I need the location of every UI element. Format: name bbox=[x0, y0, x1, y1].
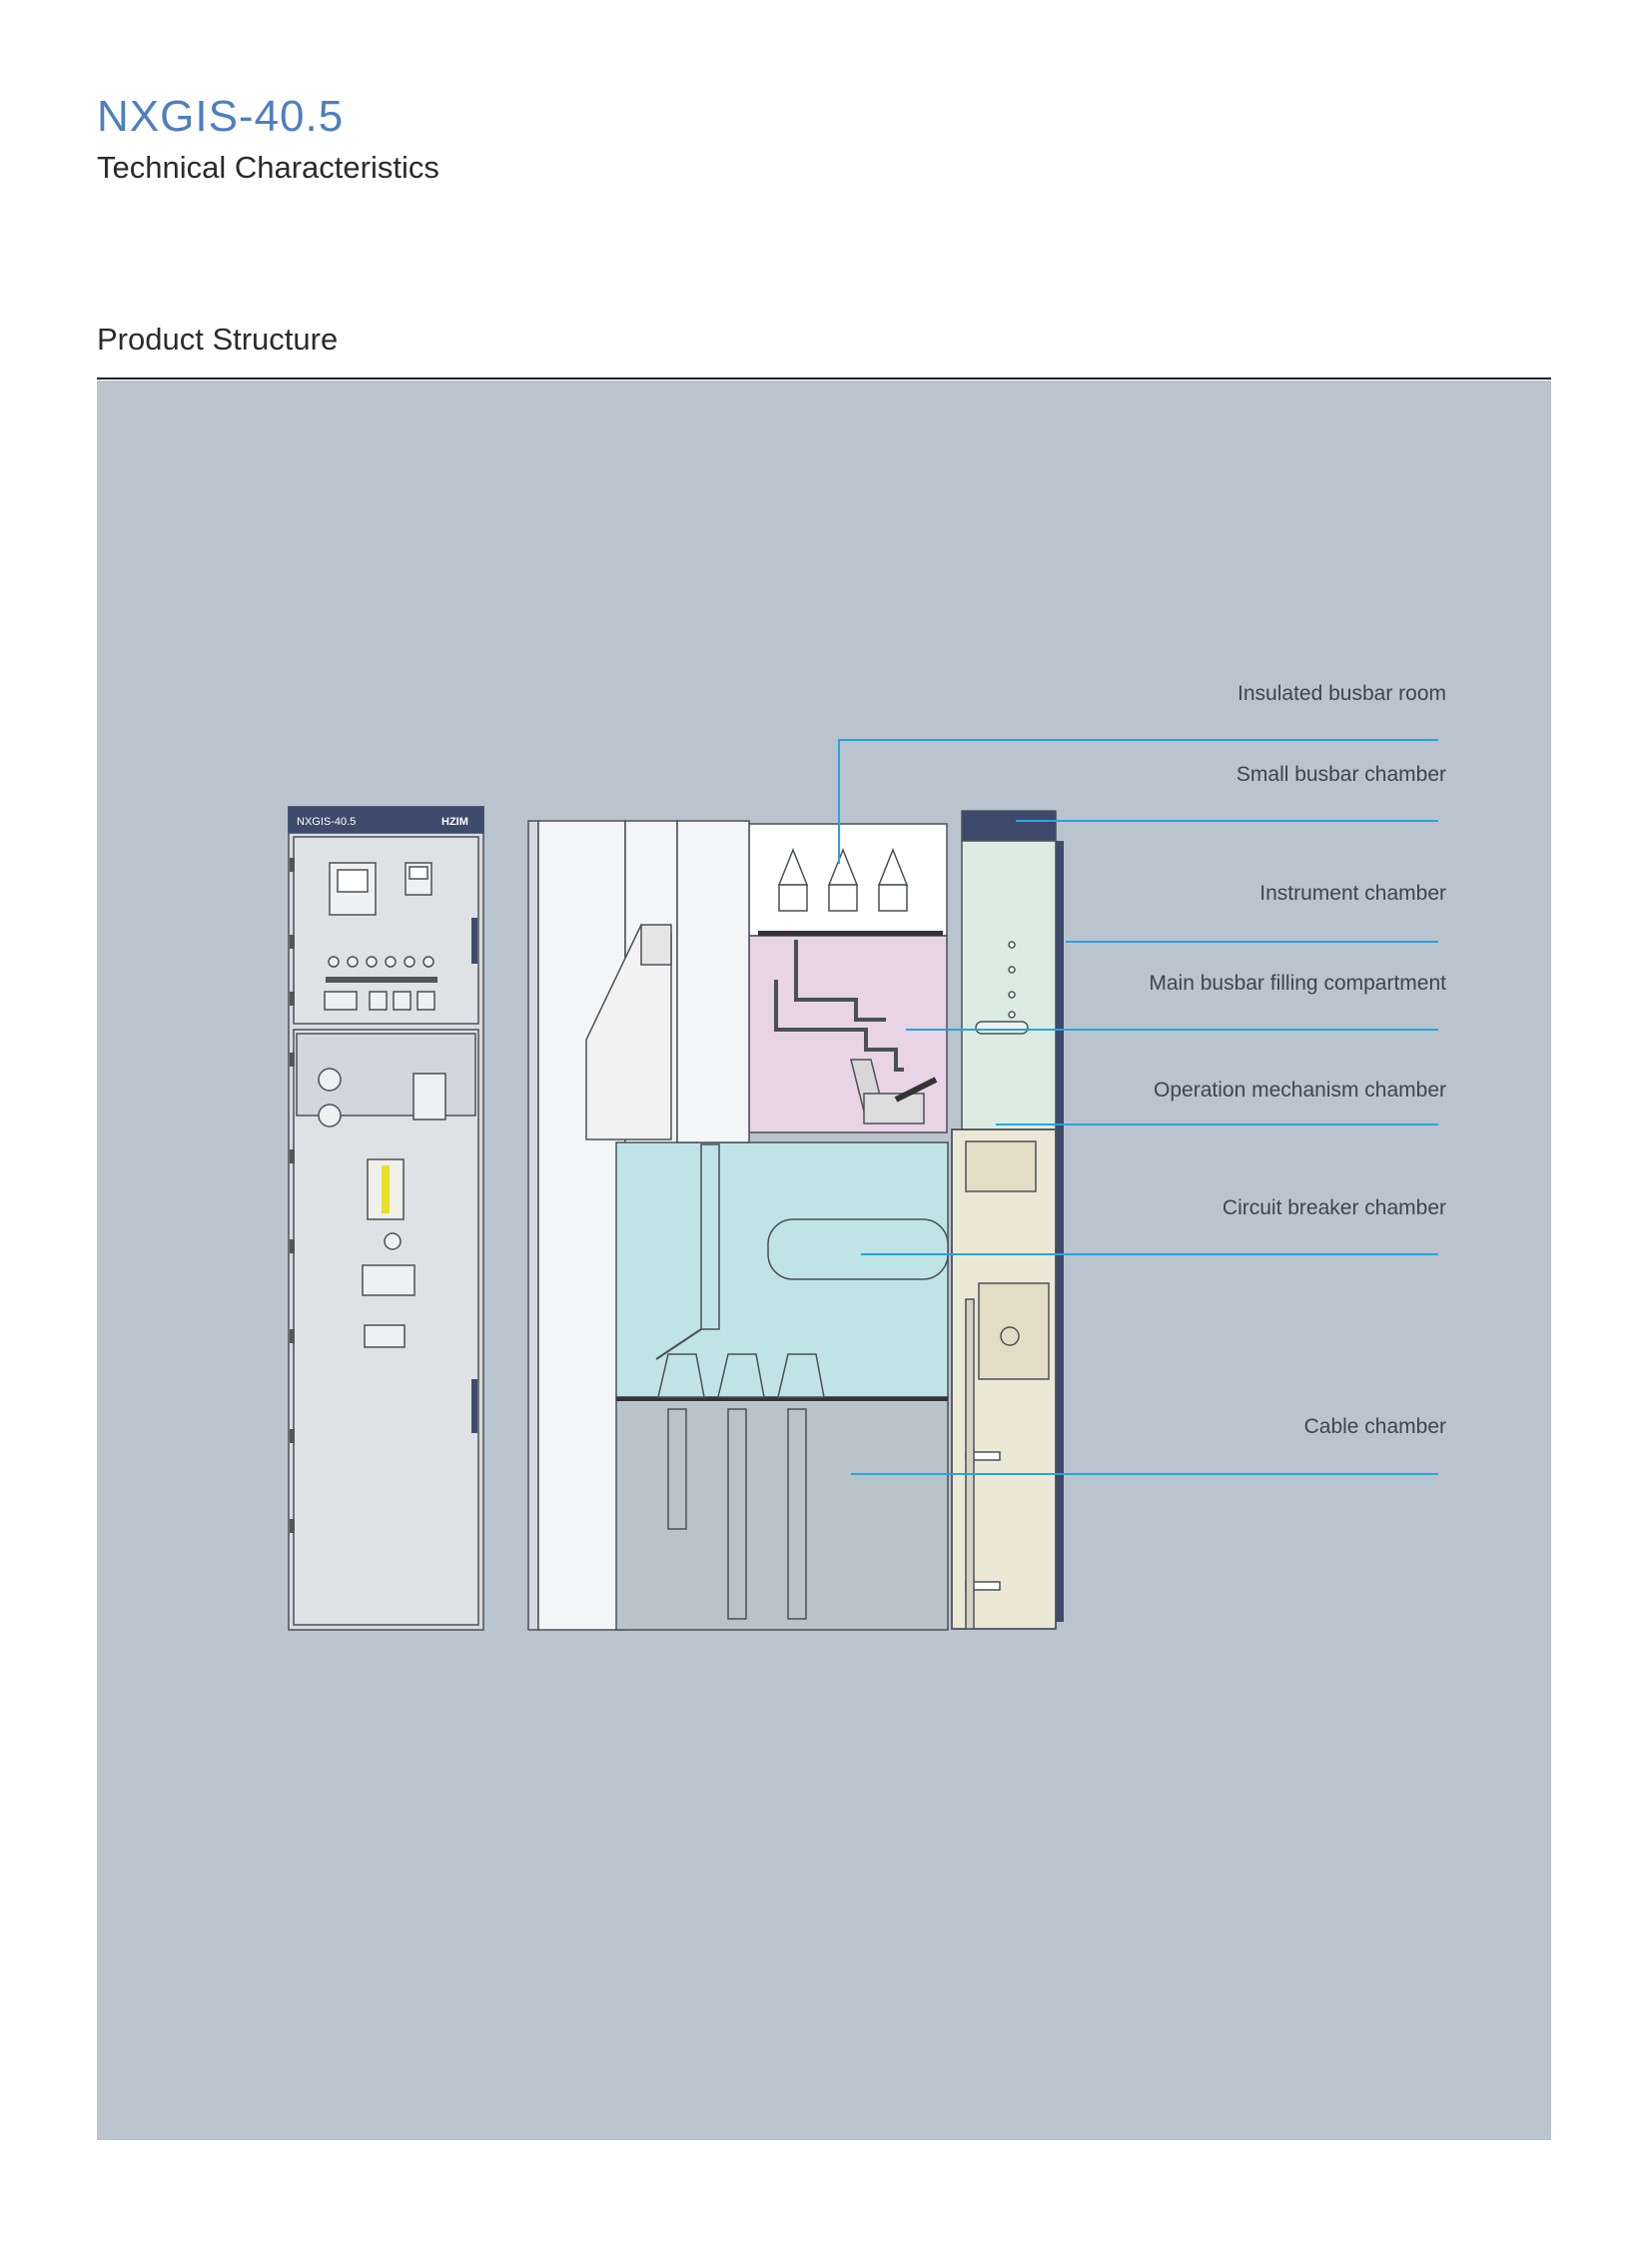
page-title: NXGIS-40.5 bbox=[97, 92, 345, 141]
callout-operation-mechanism-chamber: Operation mechanism chamber bbox=[1154, 1079, 1446, 1102]
cable-chamber-shape bbox=[615, 1396, 949, 1631]
callout-small-busbar-chamber: Small busbar chamber bbox=[1236, 763, 1446, 786]
section-title: Product Structure bbox=[97, 322, 339, 357]
callout-leaders bbox=[838, 739, 1438, 1475]
section-divider bbox=[97, 377, 1551, 379]
page-subtitle: Technical Characteristics bbox=[97, 150, 439, 185]
front-panel-brand: HZIM bbox=[441, 816, 468, 828]
section-view bbox=[527, 810, 1064, 1631]
front-panel-label: NXGIS-40.5 bbox=[297, 816, 356, 828]
small-busbar-chamber-shape bbox=[961, 810, 1057, 842]
switchgear-diagram: NXGIS-40.5 HZIM bbox=[288, 739, 1438, 1631]
callout-insulated-busbar-room: Insulated busbar room bbox=[1238, 682, 1446, 705]
callout-instrument-chamber: Instrument chamber bbox=[1259, 882, 1446, 905]
leader-insulated-busbar-room bbox=[838, 739, 1438, 864]
instrument-chamber-shape bbox=[961, 840, 1057, 1130]
callout-cable-chamber: Cable chamber bbox=[1303, 1415, 1446, 1438]
callout-main-busbar-filling-compartment: Main busbar filling compartment bbox=[1149, 972, 1446, 995]
callout-circuit-breaker-chamber: Circuit breaker chamber bbox=[1222, 1196, 1446, 1219]
diagram-panel: NXGIS-40.5 HZIM Insulated busbar room Sm… bbox=[97, 380, 1551, 2140]
front-view-cabinet bbox=[288, 806, 484, 1631]
